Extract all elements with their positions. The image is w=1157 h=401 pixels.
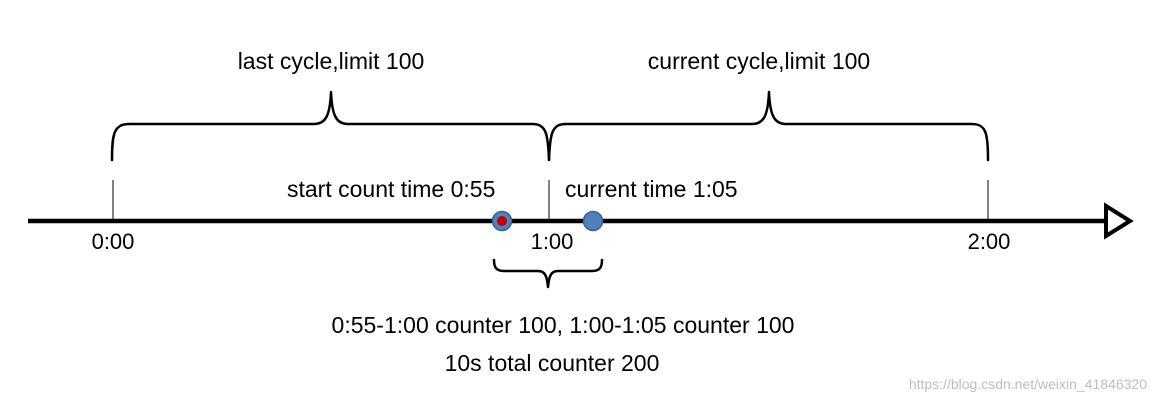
window-brace [492,258,604,289]
start-count-marker-core [497,216,507,226]
watermark: https://blog.csdn.net/weixin_41846320 [909,376,1147,392]
current-cycle-label: current cycle,limit 100 [648,48,870,74]
current-time-label: current time 1:05 [565,176,738,202]
tick-label-1: 1:00 [531,229,574,254]
window-counter-description: 0:55-1:00 counter 100, 1:00-1:05 counter… [332,312,795,338]
tick-label-2: 2:00 [968,229,1011,254]
start-count-time-label: start count time 0:55 [287,176,495,202]
current-time-marker [582,210,604,232]
last-cycle-label: last cycle,limit 100 [238,48,425,74]
timeline-arrow-icon [1104,202,1134,240]
current-cycle-brace [547,90,990,162]
window-total-counter: 10s total counter 200 [445,350,660,376]
tick-label-0: 0:00 [92,229,135,254]
last-cycle-brace [110,90,551,162]
